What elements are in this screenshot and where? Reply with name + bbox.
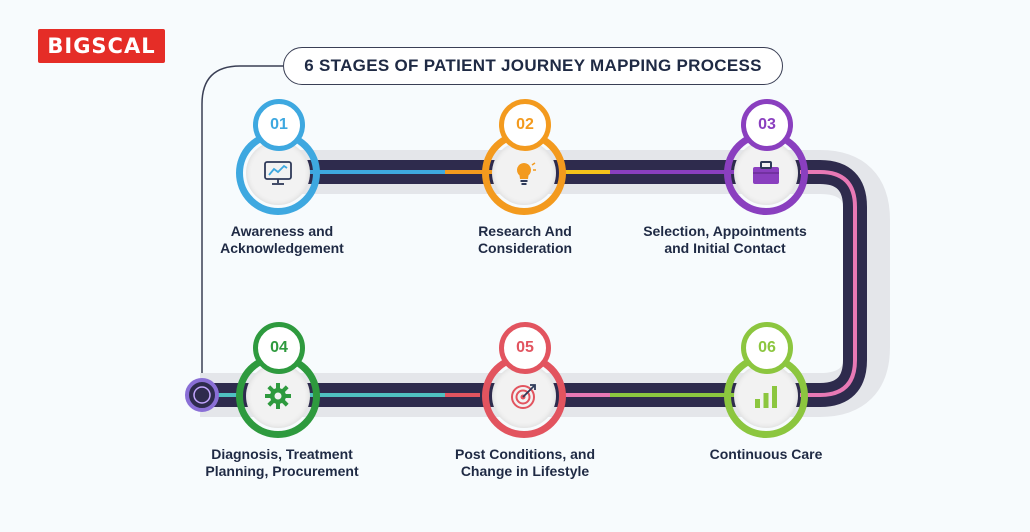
stage-label-2-line1: Research And <box>478 223 572 239</box>
lightbulb-icon <box>516 162 536 185</box>
stage-number-6: 06 <box>758 339 776 356</box>
brand-logo: BIGSCAL <box>38 29 165 63</box>
stage-label-4-line1: Diagnosis, Treatment <box>211 446 353 462</box>
target-icon <box>511 384 536 409</box>
stage-label-1-line2: Acknowledgement <box>220 240 344 256</box>
stage-number-4: 04 <box>270 339 288 356</box>
stage-node-4 <box>236 354 320 438</box>
page-title: 6 STAGES OF PATIENT JOURNEY MAPPING PROC… <box>304 56 762 75</box>
stage-label-1-line1: Awareness and <box>230 223 334 239</box>
title-box: 6 STAGES OF PATIENT JOURNEY MAPPING PROC… <box>283 47 783 85</box>
stage-node-3 <box>724 131 808 215</box>
stage-label-3-line2: and Initial Contact <box>664 240 786 256</box>
stage-number-badge-2: 02 <box>499 99 551 151</box>
stage-label-5-line2: Change in Lifestyle <box>460 463 590 479</box>
stage-label-6: Continuous Care <box>656 446 876 463</box>
stage-number-2: 02 <box>516 116 534 133</box>
bar-chart-icon <box>755 386 777 408</box>
stage-number-1: 01 <box>270 116 288 133</box>
monitor-chart-icon <box>264 161 292 185</box>
stage-label-2: Research And Consideration <box>415 223 635 257</box>
stage-number-badge-1: 01 <box>253 99 305 151</box>
stage-label-4-line2: Planning, Procurement <box>205 463 359 479</box>
stage-label-3: Selection, Appointments and Initial Cont… <box>615 223 835 257</box>
stage-number-5: 05 <box>516 339 534 356</box>
stage-number-badge-5: 05 <box>499 322 551 374</box>
briefcase-icon <box>753 161 779 184</box>
stage-number-3: 03 <box>758 116 776 133</box>
stage-label-1: Awareness and Acknowledgement <box>172 223 392 257</box>
lane-line-3 <box>800 170 857 397</box>
stage-number-badge-3: 03 <box>741 99 793 151</box>
stage-label-2-line2: Consideration <box>477 240 573 256</box>
stage-number-badge-4: 04 <box>253 322 305 374</box>
gear-icon <box>265 383 291 409</box>
stage-label-4: Diagnosis, Treatment Planning, Procureme… <box>172 446 392 480</box>
title-connector-line <box>201 65 283 395</box>
stage-label-5-line1: Post Conditions, and <box>455 446 595 462</box>
stage-number-badge-6: 06 <box>741 322 793 374</box>
stage-label-5: Post Conditions, and Change in Lifestyle <box>415 446 635 480</box>
brand-logo-text: BIGSCAL <box>47 34 156 58</box>
stage-label-3-line1: Selection, Appointments <box>643 223 807 239</box>
stage-label-6-line1: Continuous Care <box>709 446 823 462</box>
